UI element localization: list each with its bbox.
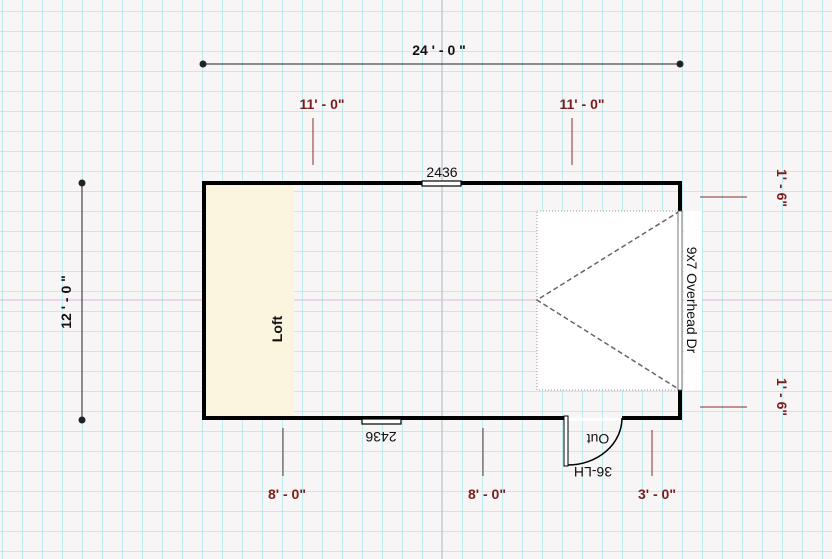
overhead-door-label: 9x7 Overhead Dr (684, 247, 700, 354)
dim-bottom-3: 3' - 0" (638, 486, 676, 502)
dim-right-bottom: 1' - 6" (774, 378, 790, 416)
dim-right-top: 1' - 6" (774, 169, 790, 207)
dim-top-left: 11' - 0" (300, 96, 345, 112)
window-top[interactable] (421, 180, 462, 187)
overhead-door-area[interactable] (536, 210, 681, 391)
overall-depth-dimension (78, 179, 86, 424)
window-top-label: 2436 (426, 164, 457, 180)
segment-ticks (282, 118, 747, 476)
loft-label: Loft (269, 315, 285, 342)
overall-depth-label: 12 ' - 0 " (58, 275, 74, 329)
dim-top-right: 11' - 0" (560, 96, 605, 112)
entry-door[interactable] (563, 415, 569, 467)
overhead-door-swing (535, 210, 681, 391)
overall-width-label: 24 ' - 0 " (412, 42, 466, 58)
overhead-door[interactable] (677, 210, 683, 391)
dim-bottom-2: 8' - 0" (468, 486, 506, 502)
walls[interactable] (202, 181, 682, 420)
loft-area[interactable] (206, 185, 294, 416)
overall-width-dimension (199, 60, 684, 68)
entry-door-label: 36-LH (574, 464, 612, 480)
window-bottom-label: 2436 (365, 429, 396, 445)
overhead-door-label-bg (684, 211, 702, 390)
door-opening (566, 418, 622, 421)
dim-bottom-1: 8' - 0" (268, 486, 306, 502)
door-swing-arc (567, 417, 623, 466)
door-swing-label: Out (587, 431, 610, 447)
window-bottom[interactable] (361, 418, 402, 425)
